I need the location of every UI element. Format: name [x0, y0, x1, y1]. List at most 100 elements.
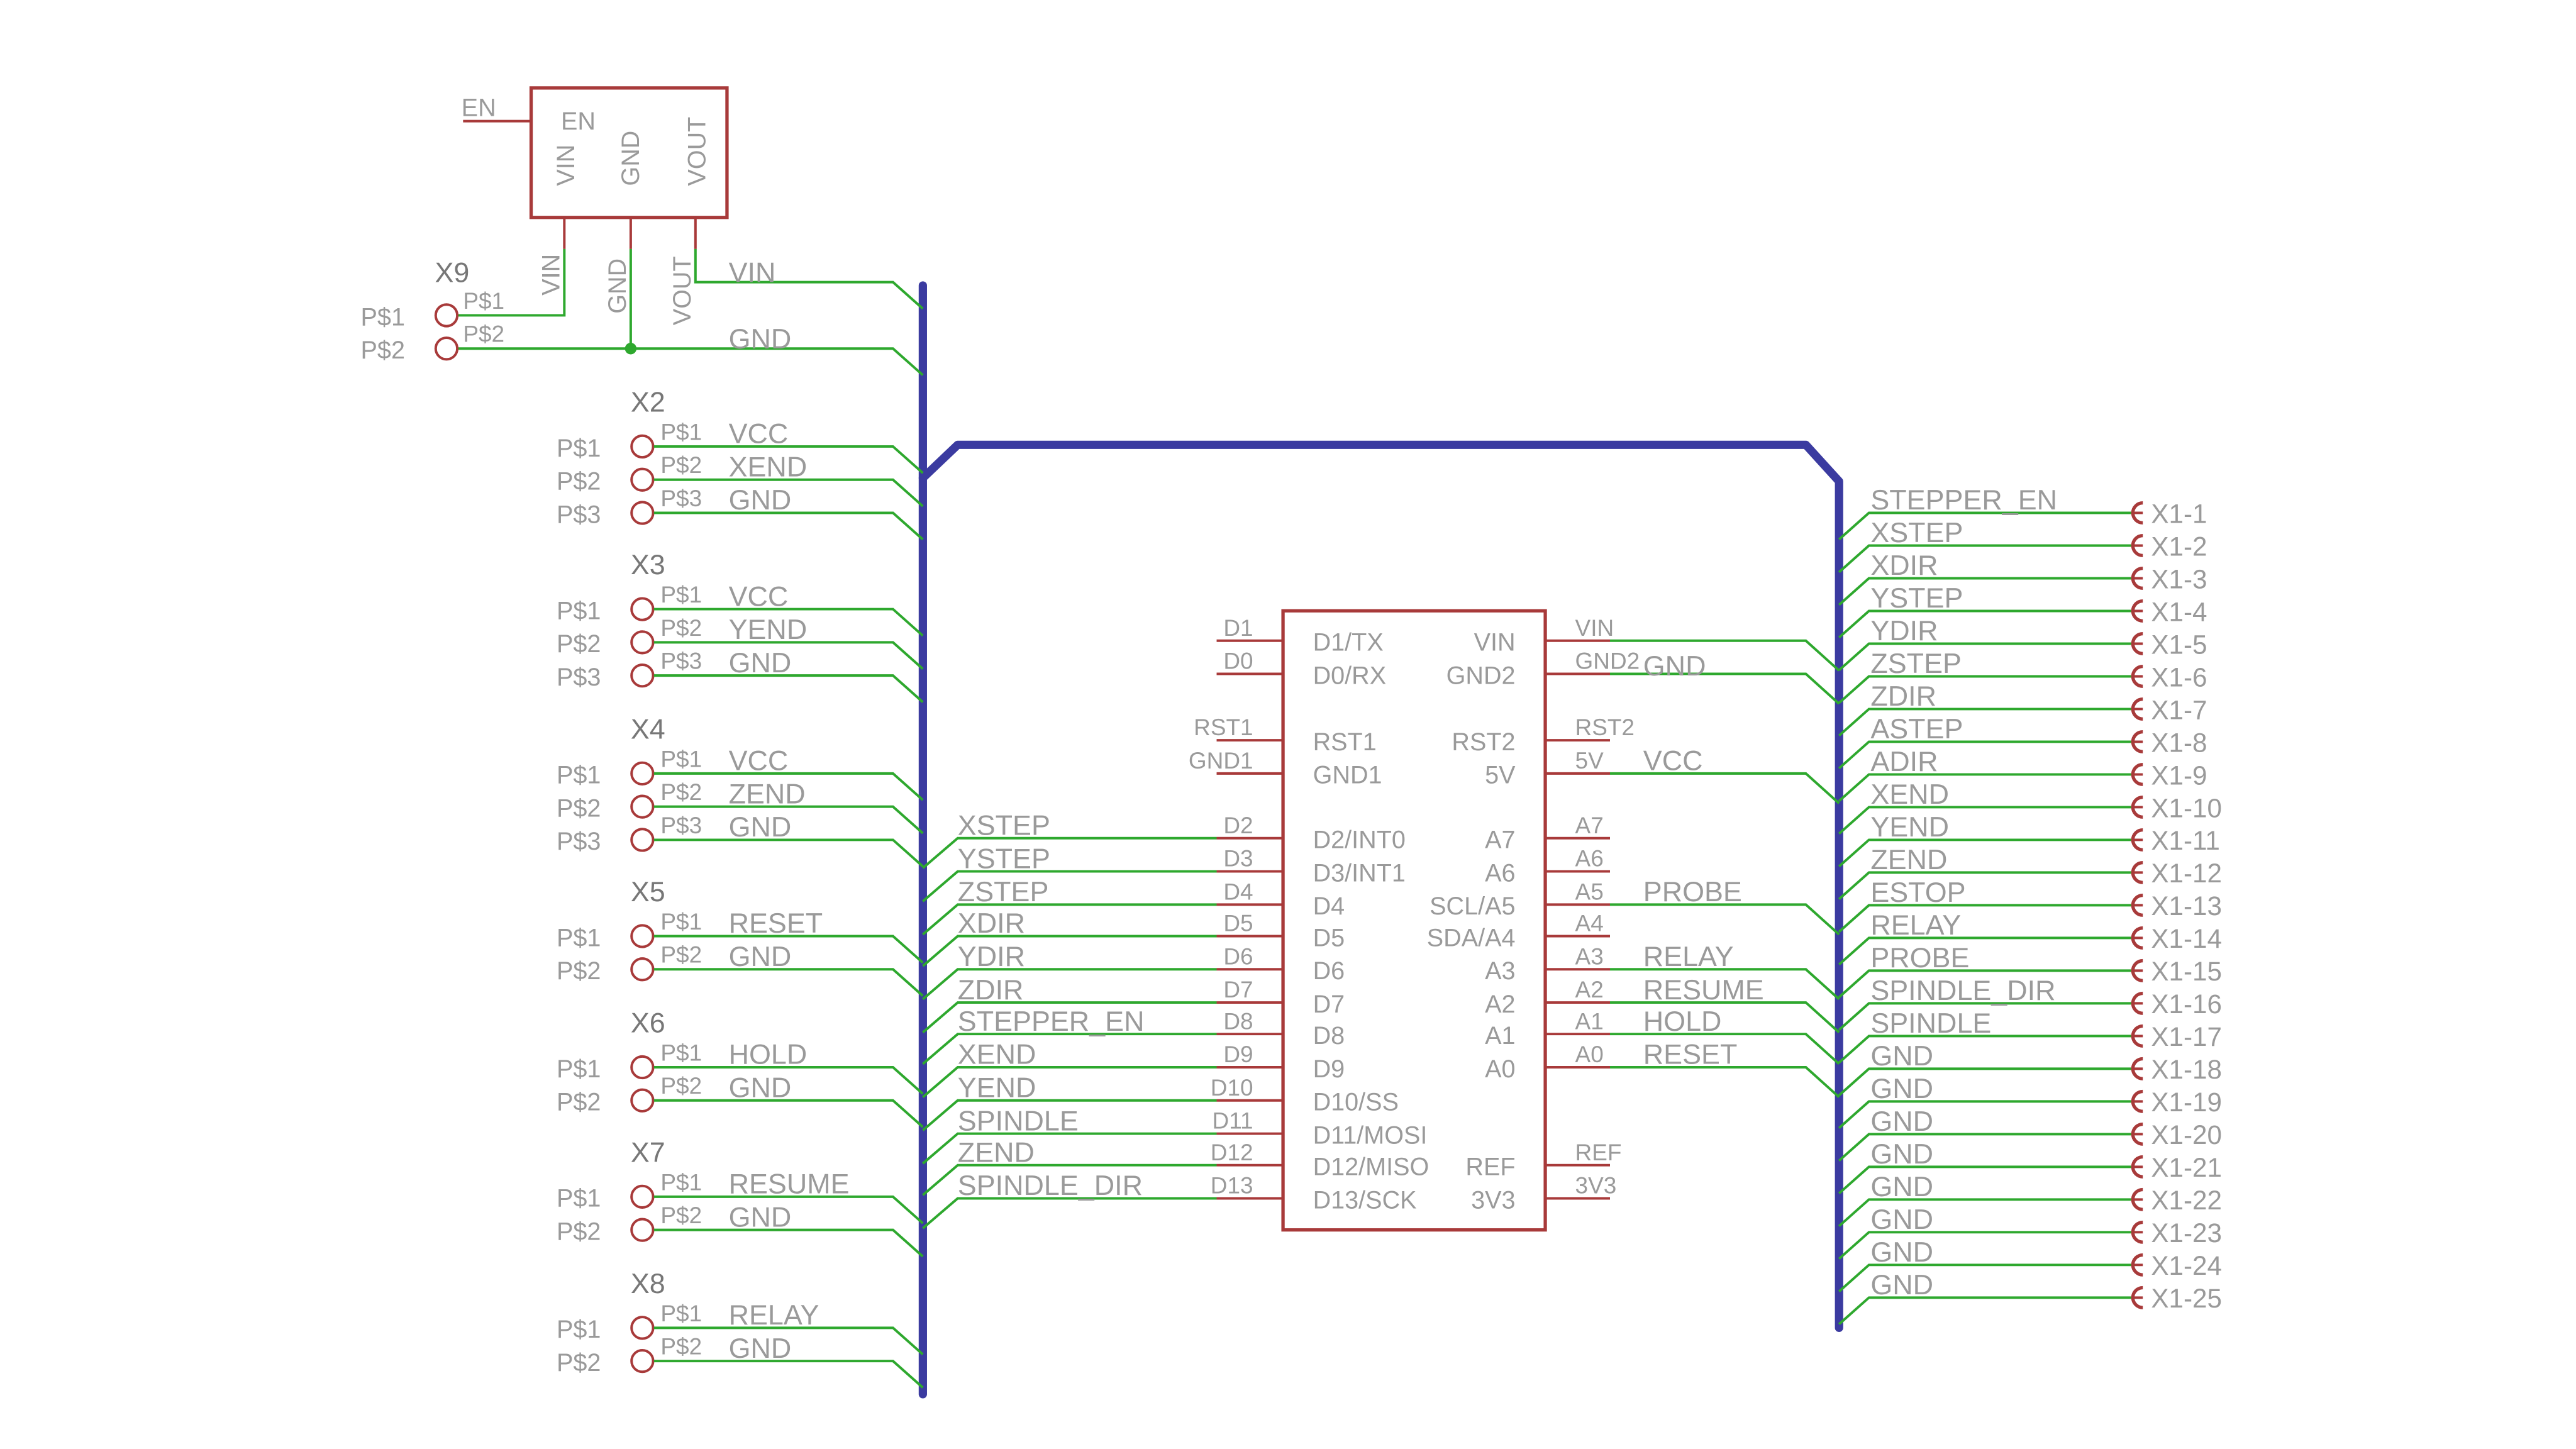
pin-label: D11/MOSI: [1313, 1121, 1428, 1149]
pin-label: GND2: [1446, 662, 1516, 689]
pin-label: P$2: [660, 1202, 702, 1228]
net-label-resume: RESUME: [729, 1168, 850, 1200]
wire: [653, 511, 924, 541]
pin-number: D5: [1223, 911, 1253, 936]
wire: [1838, 773, 2131, 802]
wire: [1838, 1133, 2131, 1162]
net-label-gnd: GND: [729, 1201, 792, 1233]
buses: [918, 281, 1843, 1399]
wire: [1838, 1263, 2131, 1293]
net-label-reset: RESET: [1643, 1038, 1738, 1070]
net-label-resume: RESUME: [1643, 974, 1764, 1006]
regulator-pin-vout: VOUT: [684, 117, 711, 186]
connector-name: X9: [435, 257, 469, 289]
net-label-vcc: VCC: [729, 580, 789, 612]
pin-label: X1-24: [2151, 1251, 2222, 1280]
pin-label: X1-13: [2151, 891, 2222, 921]
wire: [922, 968, 1217, 1001]
pad-circle: [434, 303, 459, 328]
net-label-zend: ZEND: [958, 1136, 1035, 1168]
wire: [653, 1228, 924, 1258]
net-label-gnd: GND: [1870, 1072, 1933, 1104]
pin-label: A2: [1485, 991, 1515, 1018]
wire: [1838, 675, 2131, 704]
pin-label: P$2: [660, 942, 702, 968]
pad-label: P$2: [557, 794, 601, 822]
pad-label: P$3: [557, 501, 601, 528]
net-label-relay: RELAY: [1643, 940, 1734, 972]
pin-label: X1-8: [2151, 728, 2207, 757]
pin-label: VIN: [1474, 629, 1516, 657]
pin-label: P$1: [463, 288, 504, 314]
net-label-gnd: GND: [729, 484, 792, 516]
pad-label: P$1: [557, 762, 601, 789]
pad-label: P$1: [361, 303, 405, 331]
pin-number: GND2: [1575, 648, 1640, 674]
wire: [653, 608, 924, 637]
pad-label: P$1: [557, 924, 601, 952]
regulator-vout-pad-label: VOUT: [669, 256, 696, 325]
wire: [1838, 969, 2131, 999]
pin-number: A1: [1575, 1008, 1604, 1034]
connector-x9: X9P$1P$1P$2P$2: [361, 257, 505, 364]
pin-label: X1-17: [2151, 1022, 2222, 1052]
wire: [653, 1099, 924, 1128]
pad-circle: [630, 761, 655, 786]
pin-label: D7: [1313, 991, 1345, 1018]
net-label-vcc: VCC: [729, 745, 789, 777]
pin-label: P$2: [463, 321, 504, 347]
wire: [1838, 1296, 2131, 1326]
net-label-vcc: VCC: [1643, 745, 1703, 777]
pad-circle: [630, 1218, 655, 1242]
wire: [653, 445, 924, 474]
pin-label: P$1: [660, 909, 702, 935]
pin-label: D12/MISO: [1313, 1153, 1430, 1181]
net-label-spindle: SPINDLE: [958, 1104, 1079, 1136]
pad-circle: [434, 336, 459, 361]
net-label-ystep: YSTEP: [1870, 582, 1963, 614]
pin-number: D3: [1223, 846, 1253, 872]
pin-label: D4: [1313, 892, 1345, 920]
net-label-gnd: GND: [1870, 1040, 1933, 1072]
connector-name: X7: [631, 1136, 665, 1168]
pad-circle: [630, 1184, 655, 1209]
pad-circle: [630, 1055, 655, 1080]
net-label-probe: PROBE: [1870, 941, 1969, 974]
wire: [653, 478, 924, 508]
pin-label: X1-3: [2151, 564, 2207, 594]
wire: [922, 870, 1217, 902]
pin-label: X1-11: [2151, 826, 2220, 855]
pin-label: P$1: [660, 746, 702, 772]
pin-label: P$1: [660, 582, 702, 608]
wire: [653, 1360, 924, 1389]
net-label-zstep: ZSTEP: [958, 875, 1049, 908]
pad-label: P$2: [557, 630, 601, 658]
wire: [922, 1163, 1217, 1196]
net-label-gnd: GND: [1870, 1170, 1933, 1202]
net-label-adir: ADIR: [1870, 745, 1938, 777]
pin-label: P$2: [660, 1334, 702, 1360]
wire: [1838, 1165, 2131, 1195]
pin-label: X1-18: [2151, 1055, 2222, 1084]
